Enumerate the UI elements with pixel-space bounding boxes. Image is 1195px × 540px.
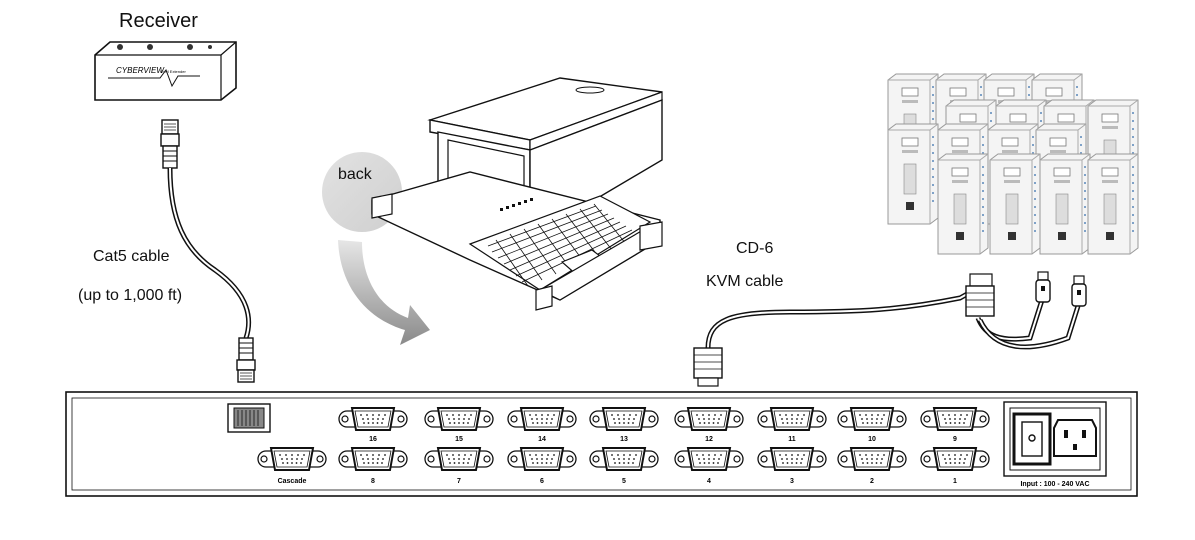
cat5-connector-top [160,119,180,169]
vga-port-1 [920,447,990,471]
power-inlet [1003,401,1107,477]
vga-port-5 [589,447,659,471]
vga-port-9 [920,407,990,431]
cat5-distance-label: (up to 1,000 ft) [78,287,183,304]
vga-port-8 [338,447,408,471]
receiver-label: Receiver [119,10,198,32]
port-number-label: 4 [707,478,711,485]
port-number-label: 5 [622,478,626,485]
port-number-label: 7 [457,478,461,485]
port-number-label: 3 [790,478,794,485]
port-number-label: 16 [369,436,377,443]
port-number-label: 13 [620,436,628,443]
cd6-kvm-cable [693,271,1087,387]
server-towers-group [887,73,1139,255]
server-ports-bottom-row: 8 7 6 5 4 3 2 1 [338,447,990,485]
port-number-label: 14 [538,436,546,443]
vga-port-13 [589,407,659,431]
power-input-label: Input : 100 - 240 VAC [1020,481,1089,488]
cat5-connector-bottom [236,337,256,383]
cat5-cable-label: Cat5 cable [93,248,170,265]
lcd-kvm-console [371,77,663,311]
cd6-label: CD-6 [736,240,774,257]
server-ports-top-row: 16 15 14 13 12 11 10 9 [338,407,990,443]
cat5-rj45-port [227,403,271,433]
cascade-port-label: Cascade [278,478,307,485]
vga-port-12 [674,407,744,431]
vga-port-16 [338,407,408,431]
port-number-label: 8 [371,478,375,485]
kvm-cable-label: KVM cable [706,273,784,290]
port-number-label: 12 [705,436,713,443]
receiver-caption-text: KVM Extender [160,69,186,74]
vga-port-11 [757,407,827,431]
vga-port-14 [507,407,577,431]
port-number-label: 2 [870,478,874,485]
port-number-label: 1 [953,478,957,485]
port-number-label: 6 [540,478,544,485]
vga-port-7 [424,447,494,471]
cascade-port [257,447,327,471]
vga-port-3 [757,447,827,471]
vga-port-2 [837,447,907,471]
back-curved-arrow [338,240,430,345]
port-number-label: 15 [455,436,463,443]
port-number-label: 10 [868,436,876,443]
port-number-label: 11 [788,436,796,443]
port-number-label: 9 [953,436,957,443]
vga-port-6 [507,447,577,471]
receiver-brand-text: CYBERVIEW [116,66,165,75]
vga-port-15 [424,407,494,431]
receiver-device: CYBERVIEW KVM Extender [94,41,237,101]
vga-port-4 [674,447,744,471]
cat5-cable [167,167,252,339]
back-label: back [338,166,372,183]
vga-port-10 [837,407,907,431]
